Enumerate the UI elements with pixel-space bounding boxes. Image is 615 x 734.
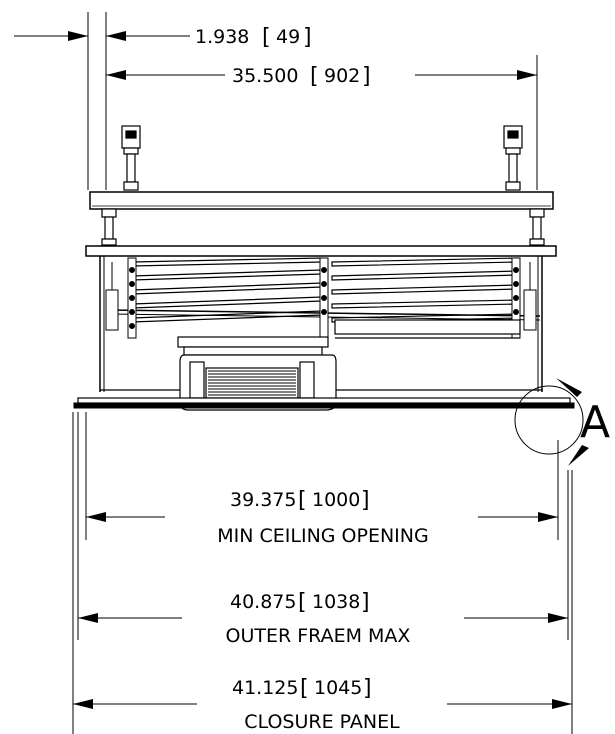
closure-panel-dimension: 41.125 [ 1045 ] CLOSURE PANEL <box>73 676 572 733</box>
bolt-span-bracket-open: [ <box>310 64 319 89</box>
outer-frame-value: 40.875 <box>230 591 296 613</box>
suspension-bolts <box>101 208 545 246</box>
bolt-span-metric: 902 <box>324 65 360 87</box>
ceiling-opening-label: MIN CEILING OPENING <box>217 525 428 547</box>
closure-panel-bracket-close: ] <box>363 676 372 701</box>
outer-frame-bracket-open: [ <box>298 590 307 615</box>
detail-callout-letter: A <box>580 397 610 448</box>
closure-panel-metric: 1045 <box>314 677 362 699</box>
mounting-plate <box>89 191 554 210</box>
offset-bracket-close: ] <box>303 25 312 50</box>
bolt-span-bracket-close: ] <box>362 64 371 89</box>
offset-dimension: 1.938 [ 49 ] <box>14 25 312 50</box>
motor-cooling-fins <box>208 370 296 396</box>
offset-bracket-open: [ <box>262 25 271 50</box>
ceiling-opening-metric: 1000 <box>312 489 360 511</box>
left-hanger-bracket <box>121 125 141 191</box>
offset-metric: 49 <box>276 26 300 48</box>
bolt-span-value: 35.500 <box>232 65 298 87</box>
closure-panel-value: 41.125 <box>232 677 298 699</box>
outer-frame-dimension: 40.875 [ 1038 ] OUTER FRAEM MAX <box>78 590 568 647</box>
ceiling-frame <box>73 397 575 409</box>
outer-frame-metric: 1038 <box>312 591 360 613</box>
offset-value: 1.938 <box>195 26 249 48</box>
ceiling-opening-value: 39.375 <box>230 489 296 511</box>
outer-frame-label: OUTER FRAEM MAX <box>226 625 411 647</box>
closure-panel-bracket-open: [ <box>300 676 309 701</box>
bolt-span-dimension: 35.500 [ 902 ] <box>106 64 537 89</box>
pivot-columns <box>127 257 521 339</box>
ceiling-opening-bracket-open: [ <box>298 488 307 513</box>
closure-panel-label: CLOSURE PANEL <box>244 711 400 733</box>
motor-actuator <box>177 336 337 411</box>
ceiling-opening-dimension: 39.375 [ 1000 ] MIN CEILING OPENING <box>86 488 558 547</box>
right-hanger-bracket <box>503 125 523 191</box>
lower-blade <box>334 319 521 339</box>
outer-frame-bracket-close: ] <box>361 590 370 615</box>
extension-lines-top <box>87 12 538 190</box>
side-brackets <box>105 262 537 331</box>
detail-callout-a: A <box>514 378 610 466</box>
ceiling-opening-bracket-close: ] <box>361 488 370 513</box>
